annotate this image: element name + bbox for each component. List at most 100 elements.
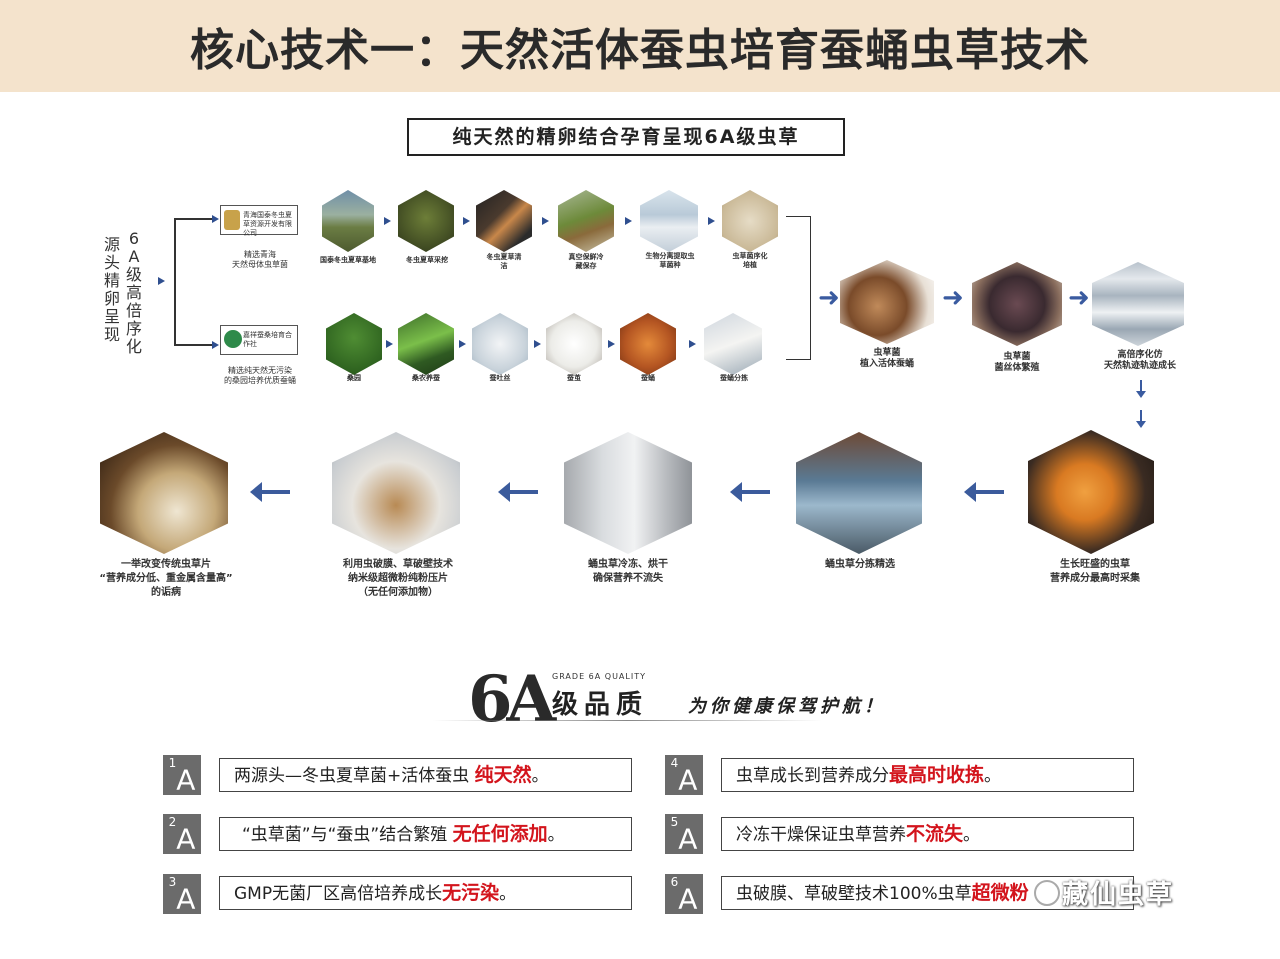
stage2-label-line2: 天然轨迹轨迹成长 [1103, 361, 1176, 371]
row1-caption-line2: 天然母体虫草菌 [232, 260, 288, 269]
stage3-label-line1: 生长旺盛的虫草 [1060, 559, 1130, 570]
stage3-label-line2: 纳米级超微粉纯粉压片 [348, 573, 448, 584]
quality-item-4: 虫草成长到营养成分最高时收拣。 [721, 758, 1134, 792]
stage2-image-hex [1092, 262, 1184, 346]
quality-item-5: 冷冻干燥保证虫草营养不流失。 [721, 817, 1134, 851]
arrow-right-icon [689, 340, 696, 348]
quality-highlight: 无任何添加 [452, 823, 548, 845]
row1-caption: 精选青海 天然母体虫草菌 [210, 250, 310, 270]
stage3-image-hex [564, 432, 692, 554]
arrow-down-icon [1136, 410, 1146, 428]
quality-end: 。 [984, 766, 1002, 786]
quality-item-3: GMP无菌厂区高倍培养成长无污染。 [219, 876, 632, 910]
quality-end: 。 [963, 825, 981, 845]
stage3-image-hex [1028, 430, 1154, 554]
step-label: 蚕吐丝 [489, 374, 511, 382]
stage3-label: 生长旺盛的虫草 营养成分最高时采集 [1020, 558, 1170, 586]
step-label: 生物分离提取虫草菌种 [645, 252, 695, 269]
stage2-label: 高倍序化仿 天然轨迹轨迹成长 [1082, 350, 1198, 372]
step-label: 冬虫夏草采挖 [406, 256, 448, 264]
wechat-icon [1034, 880, 1060, 906]
arrow-right-icon [212, 215, 219, 223]
stage3-label-line1: 一举改变传统虫草片 [121, 559, 211, 570]
watermark: 藏仙虫草 [1062, 880, 1175, 910]
company-badge-jiaxiang: 嘉祥蚕桑培育合作社 [220, 325, 298, 355]
badge-number: 6 [670, 875, 679, 889]
arrow-left-icon [498, 482, 538, 502]
arrow-right-icon [459, 340, 466, 348]
quality-text: 虫破膜、草破壁技术100%虫草 [736, 884, 972, 904]
subtitle-box: 纯天然的精卵结合孕育呈现6A级虫草 [407, 118, 845, 156]
step-label: 真空保鲜冷藏保存 [568, 253, 604, 270]
arrow-right-icon [542, 217, 549, 225]
logo-divider [432, 720, 822, 721]
badge-letter: A [678, 882, 698, 916]
page-title: 核心技术一：天然活体蚕虫培育蚕蛹虫草技术 [190, 25, 1090, 76]
stage3-label: 蛹虫草分拣精选 [790, 558, 930, 572]
step-image-hex [620, 313, 676, 375]
arrow-right-icon [534, 340, 541, 348]
step-label: 冬虫夏草清洁 [486, 253, 522, 270]
stage3-label-line1: 蛹虫草冷冻、烘干 [588, 559, 668, 570]
row2-caption-line2: 的桑园培养优质蚕蛹 [224, 376, 296, 385]
stage3-label: 利用虫破膜、草破壁技术 纳米级超微粉纯粉压片 （无任何添加物） [320, 558, 476, 600]
stage3-label-line3: （无任何添加物） [358, 587, 438, 598]
quality-text: “虫草菌”与“蚕虫”结合繁殖 [242, 825, 453, 845]
quality-highlight: 不流失 [906, 823, 964, 845]
grade-6a-logo: 6A [468, 662, 556, 737]
grade-chinese-label: 级品质 [552, 690, 649, 720]
quality-badge-2: 2A [163, 814, 201, 856]
header-banner: 核心技术一：天然活体蚕虫培育蚕蛹虫草技术 [0, 0, 1280, 92]
step-image-hex [398, 313, 454, 375]
grade-english-label: GRADE 6A QUALITY [552, 672, 646, 681]
step-image-hex [398, 190, 454, 252]
step-image-hex [322, 190, 374, 252]
quality-badge-5: 5A [665, 814, 703, 855]
badge-letter: A [176, 822, 196, 856]
step-label: 虫草菌序化培植 [732, 252, 768, 269]
arrow-right-icon [384, 217, 391, 225]
arrow-right-icon [158, 277, 165, 285]
arrow-right-icon [625, 217, 632, 225]
arrow-right-icon: ➜ [942, 283, 964, 313]
quality-end: 。 [499, 884, 517, 904]
badge-letter: A [176, 882, 196, 916]
stage2-image-hex [972, 262, 1062, 346]
slogan: 为你健康保驾护航！ [688, 696, 886, 717]
quality-text: 冷冻干燥保证虫草营养 [736, 825, 906, 845]
arrow-right-icon [386, 340, 393, 348]
badge-number: 3 [168, 875, 177, 889]
badge-number: 5 [670, 815, 679, 829]
company-badge-label: 青海国泰冬虫夏草资源开发有限公司 [243, 211, 292, 237]
stage2-label-line2: 菌丝体繁殖 [994, 363, 1040, 373]
stage3-label-line1: 利用虫破膜、草破壁技术 [343, 559, 453, 570]
stage3-label-line2: “营养成分低、重金属含量高” [99, 573, 233, 584]
quality-end: 。 [547, 825, 565, 845]
quality-highlight: 纯天然 [474, 764, 532, 786]
badge-letter: A [176, 763, 196, 797]
step-image-hex [476, 190, 532, 252]
company-badge-label: 嘉祥蚕桑培育合作社 [243, 331, 292, 348]
quality-highlight: 最高时收拣 [889, 764, 985, 786]
arrow-left-icon [730, 482, 770, 502]
source-label-col1: 6A级高倍序化 [125, 229, 142, 356]
badge-number: 4 [670, 756, 679, 770]
quality-item-6: 虫破膜、草破壁技术100%虫草超微粉 [721, 876, 1134, 910]
stage3-label-line1: 蛹虫草分拣精选 [825, 559, 895, 570]
badge-number: 1 [168, 756, 177, 770]
company-logo-icon [224, 210, 240, 230]
step-image-hex [640, 190, 698, 252]
merge-bracket [786, 216, 811, 360]
arrow-right-icon: ➜ [1068, 283, 1090, 313]
quality-item-2: “虫草菌”与“蚕虫”结合繁殖 无任何添加。 [219, 817, 632, 851]
stage2-image-hex [840, 260, 934, 344]
company-logo-icon [224, 330, 242, 348]
stage3-label: 蛹虫草冷冻、烘干 确保营养不流失 [560, 558, 696, 586]
stage3-image-hex [100, 432, 228, 554]
stage2-label-line1: 虫草菌 [1003, 352, 1031, 362]
step-label: 国泰冬虫夏草基地 [320, 256, 376, 264]
step-label: 蚕茧 [567, 374, 581, 382]
stage2-label-line2: 植入活体蚕蛹 [859, 359, 914, 369]
arrow-right-icon [708, 217, 715, 225]
badge-number: 2 [168, 815, 177, 829]
